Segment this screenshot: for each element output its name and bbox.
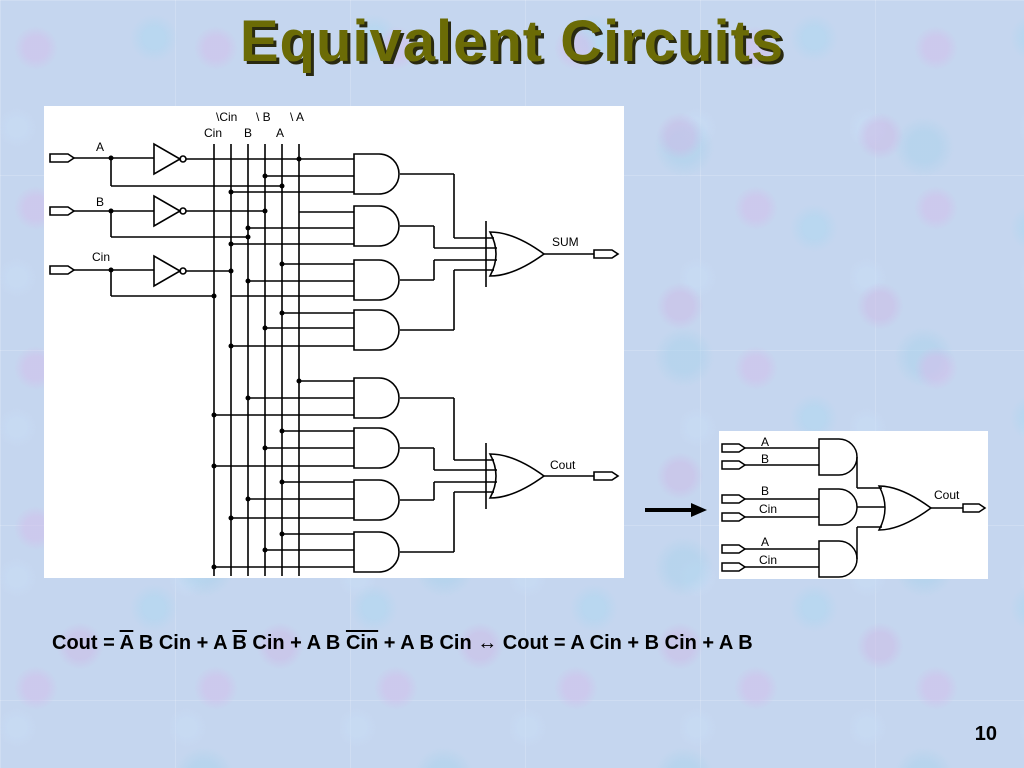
- eq-part-7: + A B Cin: [378, 632, 478, 654]
- bus-label-not-b: \ B: [256, 110, 271, 124]
- double-arrow-icon: ↔: [477, 632, 498, 654]
- eq-a-bar: A: [119, 632, 134, 654]
- input-label-b: B: [96, 195, 104, 209]
- small-and-gates: [818, 438, 885, 578]
- input-a-path: [49, 142, 299, 187]
- small-output-label-cout: Cout: [934, 488, 960, 502]
- bus-label-cin: Cin: [204, 126, 222, 140]
- small-label-b2: B: [761, 484, 769, 498]
- eq-part-3: B Cin + A: [133, 632, 233, 654]
- simplified-cout-circuit-diagram: A B B Cin A Cin Cout: [719, 431, 988, 579]
- small-or-gate: [877, 485, 987, 531]
- output-label-sum: SUM: [552, 235, 579, 249]
- and-gates-cout: [214, 377, 400, 573]
- small-label-a1: A: [761, 435, 769, 449]
- small-label-a2: A: [761, 535, 769, 549]
- eq-cin-bar: Cin: [345, 632, 379, 654]
- input-label-a: A: [96, 140, 104, 154]
- eq-part-8: Cout = A Cin + B Cin + A B: [497, 632, 753, 654]
- small-label-cin2: Cin: [759, 553, 777, 567]
- eq-part-1: Cout =: [52, 632, 120, 654]
- junction-dots: [108, 155, 302, 570]
- small-label-b1: B: [761, 452, 769, 466]
- bus-label-b: B: [244, 126, 252, 140]
- full-adder-circuit-diagram: \Cin \ B \ A Cin B A A: [44, 106, 624, 578]
- input-b-path: [49, 194, 265, 238]
- input-cin-path: [49, 254, 231, 297]
- or-gate-cout: [400, 397, 620, 553]
- or-gate-sum: [400, 173, 620, 331]
- eq-b-bar: B: [232, 632, 247, 654]
- boolean-equation: Cout = A B Cin + A B Cin + A B Cin + A B…: [52, 632, 1022, 655]
- page-number: 10: [974, 723, 997, 745]
- output-label-cout: Cout: [550, 458, 576, 472]
- right-arrow-icon: [645, 503, 707, 517]
- bus-lines: [213, 144, 300, 576]
- slide-title: Equivalent Circuits: [239, 9, 785, 74]
- small-label-cin1: Cin: [759, 502, 777, 516]
- input-label-cin: Cin: [92, 250, 110, 264]
- bus-label-a: A: [276, 126, 284, 140]
- small-inputs: [721, 443, 819, 572]
- bus-label-not-cin: \Cin: [216, 110, 237, 124]
- and-gates-sum: [231, 153, 400, 351]
- bus-label-not-a: \ A: [290, 110, 304, 124]
- eq-part-5: Cin + A B: [246, 632, 346, 654]
